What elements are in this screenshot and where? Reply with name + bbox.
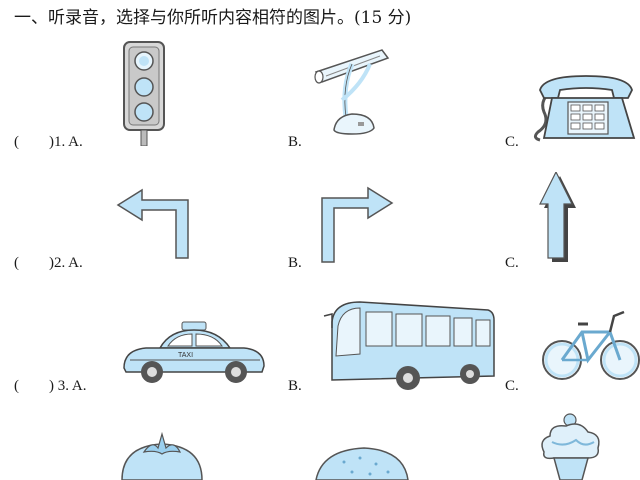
bus-picture[interactable]: [320, 296, 496, 392]
traffic-light-picture[interactable]: [118, 40, 170, 146]
question-3-label: () 3. A.: [14, 378, 87, 394]
q2-option-b-label: B.: [288, 255, 302, 271]
potato-picture[interactable]: [314, 446, 410, 480]
left-turn-arrow-picture[interactable]: [116, 178, 192, 260]
taxi-sign-text: TAXI: [178, 352, 193, 359]
q1-option-b-label: B.: [288, 134, 302, 150]
tomato-picture[interactable]: [118, 432, 206, 480]
q2-option-c-label: C.: [505, 255, 519, 271]
straight-arrow-picture[interactable]: [538, 172, 578, 264]
taxi-picture[interactable]: TAXI: [120, 318, 266, 386]
ice-cream-picture[interactable]: [536, 412, 606, 480]
bicycle-picture[interactable]: [542, 306, 640, 384]
q3-option-c-label: C.: [505, 378, 519, 394]
q3-option-b-label: B.: [288, 378, 302, 394]
question-1-label: ()1. A.: [14, 134, 83, 150]
right-turn-arrow-picture[interactable]: [318, 180, 394, 264]
desk-lamp-picture[interactable]: [312, 42, 392, 138]
question-2-label: ()2. A.: [14, 255, 83, 271]
section-title: 一、听录音，选择与你所听内容相符的图片。(15 分): [14, 8, 412, 28]
telephone-picture[interactable]: [530, 68, 640, 144]
q1-option-c-label: C.: [505, 134, 519, 150]
